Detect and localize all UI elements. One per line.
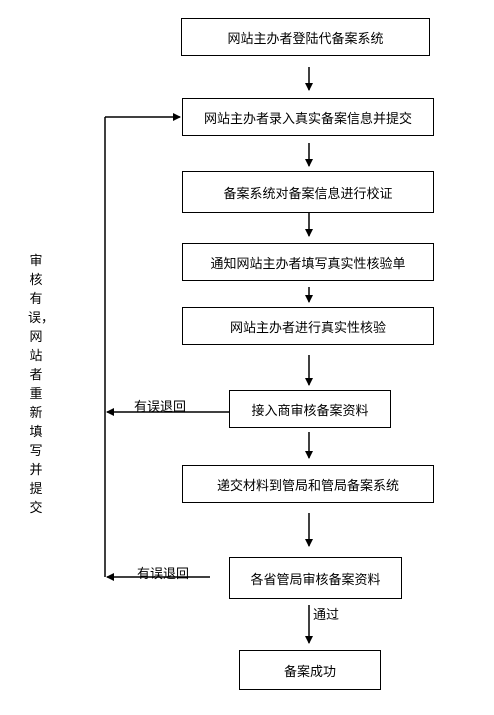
- step-bureau-review: 各省管局审核备案资料: [229, 557, 402, 599]
- step-enter-info: 网站主办者录入真实备案信息并提交: [182, 98, 434, 136]
- step-verify-info: 备案系统对备案信息进行校证: [182, 171, 434, 213]
- reject-label-1: 有误退回: [134, 400, 187, 415]
- step-authenticity-check: 网站主办者进行真实性核验: [182, 307, 434, 345]
- step-success: 备案成功: [239, 650, 381, 690]
- step-notify-form: 通知网站主办者填写真实性核验单: [182, 243, 434, 281]
- side-note: 审核有误，网站者重新填写并提交: [28, 254, 55, 516]
- step-isp-review: 接入商审核备案资料: [229, 390, 391, 428]
- step-login: 网站主办者登陆代备案系统: [181, 18, 430, 56]
- reject-label-2: 有误退回: [137, 567, 190, 582]
- step-submit-bureau: 递交材料到管局和管局备案系统: [182, 465, 434, 503]
- pass-label: 通过: [313, 608, 340, 623]
